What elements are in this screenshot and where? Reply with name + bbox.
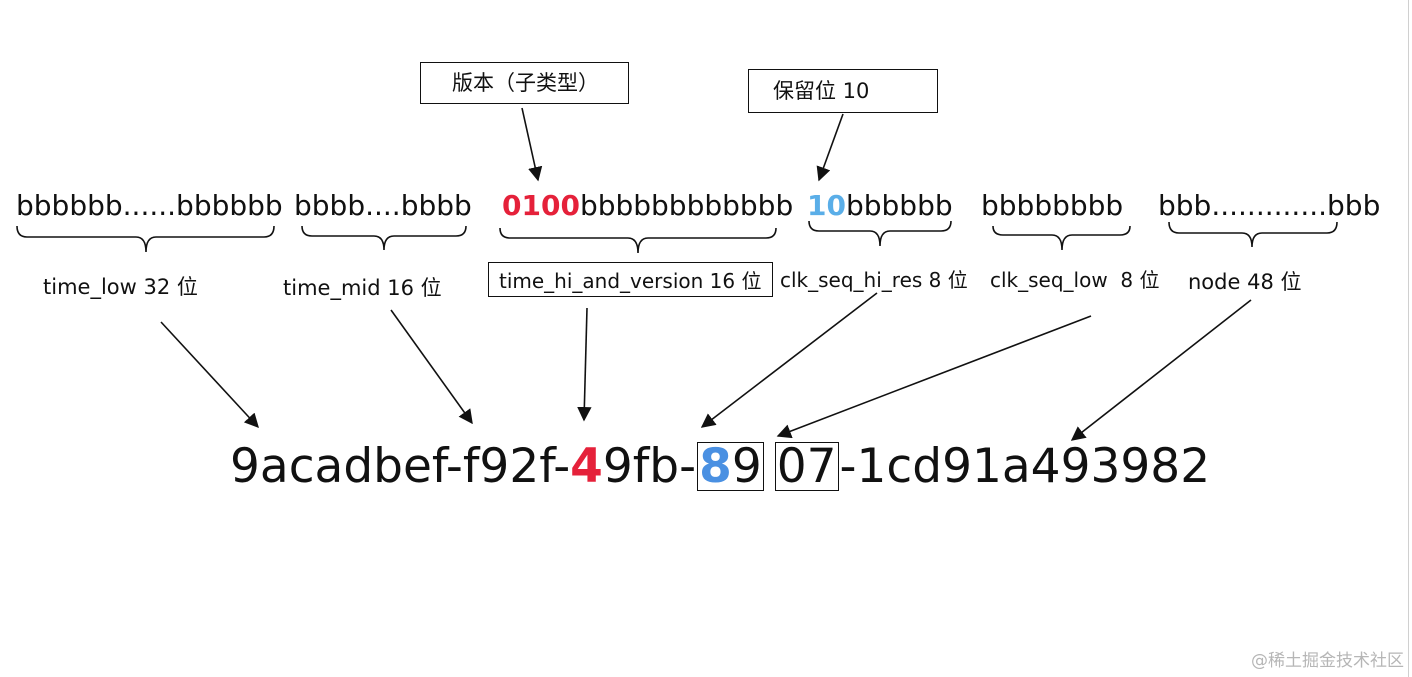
arrow-node [1070,299,1252,441]
watermark-text: @稀土掘金技术社区 [1251,651,1404,671]
arrow-time-hi-and-version [577,307,592,422]
arrow-version-callout [521,107,543,182]
arrow-clk-seq-low [776,315,1092,439]
arrow-reserved-callout [816,113,844,182]
label-clk-seq-hi-res: clk_seq_hi_res 8 位 [780,268,968,292]
bits-clk-seq-low: bbbbbbbb [981,189,1124,222]
version-callout-box [420,62,629,104]
label-time-hi-and-version-box [488,262,773,297]
uuid-clk-seq-hi-box: 89 [697,442,764,491]
uuid-part-4: -1cd91a493982 [839,439,1211,494]
arrow-time-mid [390,309,473,425]
arrow-time-low [160,321,259,429]
label-node: node 48 位 [1188,270,1302,294]
bits-time-hi-and-version: 0100bbbbbbbbbbbb [502,189,794,222]
right-edge-line [1408,0,1409,677]
brace-clk-seq-hi-res [808,220,952,247]
reserved-callout-text: 保留位 10 [773,79,870,103]
brace-node [1168,221,1338,248]
brace-time-hi-and-version [499,227,777,254]
reserved-callout-box [748,69,938,113]
label-time-mid: time_mid 16 位 [283,276,442,300]
uuid-version-digit: 4 [570,439,603,494]
arrow-clk-seq-hi-res [700,292,878,428]
uuid-part-1: 9acadbef-f92f- [230,439,571,494]
bits-node: bbb.............bbb [1158,189,1381,222]
version-callout-text: 版本（子类型） [452,71,599,95]
version-bits: 0100 [502,189,580,222]
bits-time-low: bbbbbb......bbbbbb [16,189,283,222]
brace-time-mid [301,225,467,251]
uuid-part-3: 9 [731,439,762,494]
uuid-variant-digit: 8 [699,439,732,494]
label-time-low: time_low 32 位 [43,275,198,299]
label-time-hi-and-version: time_hi_and_version 16 位 [499,269,762,293]
label-clk-seq-low: clk_seq_low 8 位 [990,268,1160,292]
brace-clk-seq-low [992,225,1131,251]
bits-time-mid: bbbb....bbbb [294,189,472,222]
brace-time-low [16,225,275,253]
bits-clk-seq-hi-res: 10bbbbbb [807,189,953,222]
reserved-bits: 10 [807,189,846,222]
uuid-clk-seq-low-box: 07 [774,439,839,494]
uuid-part-2: 9fb- [602,439,697,494]
